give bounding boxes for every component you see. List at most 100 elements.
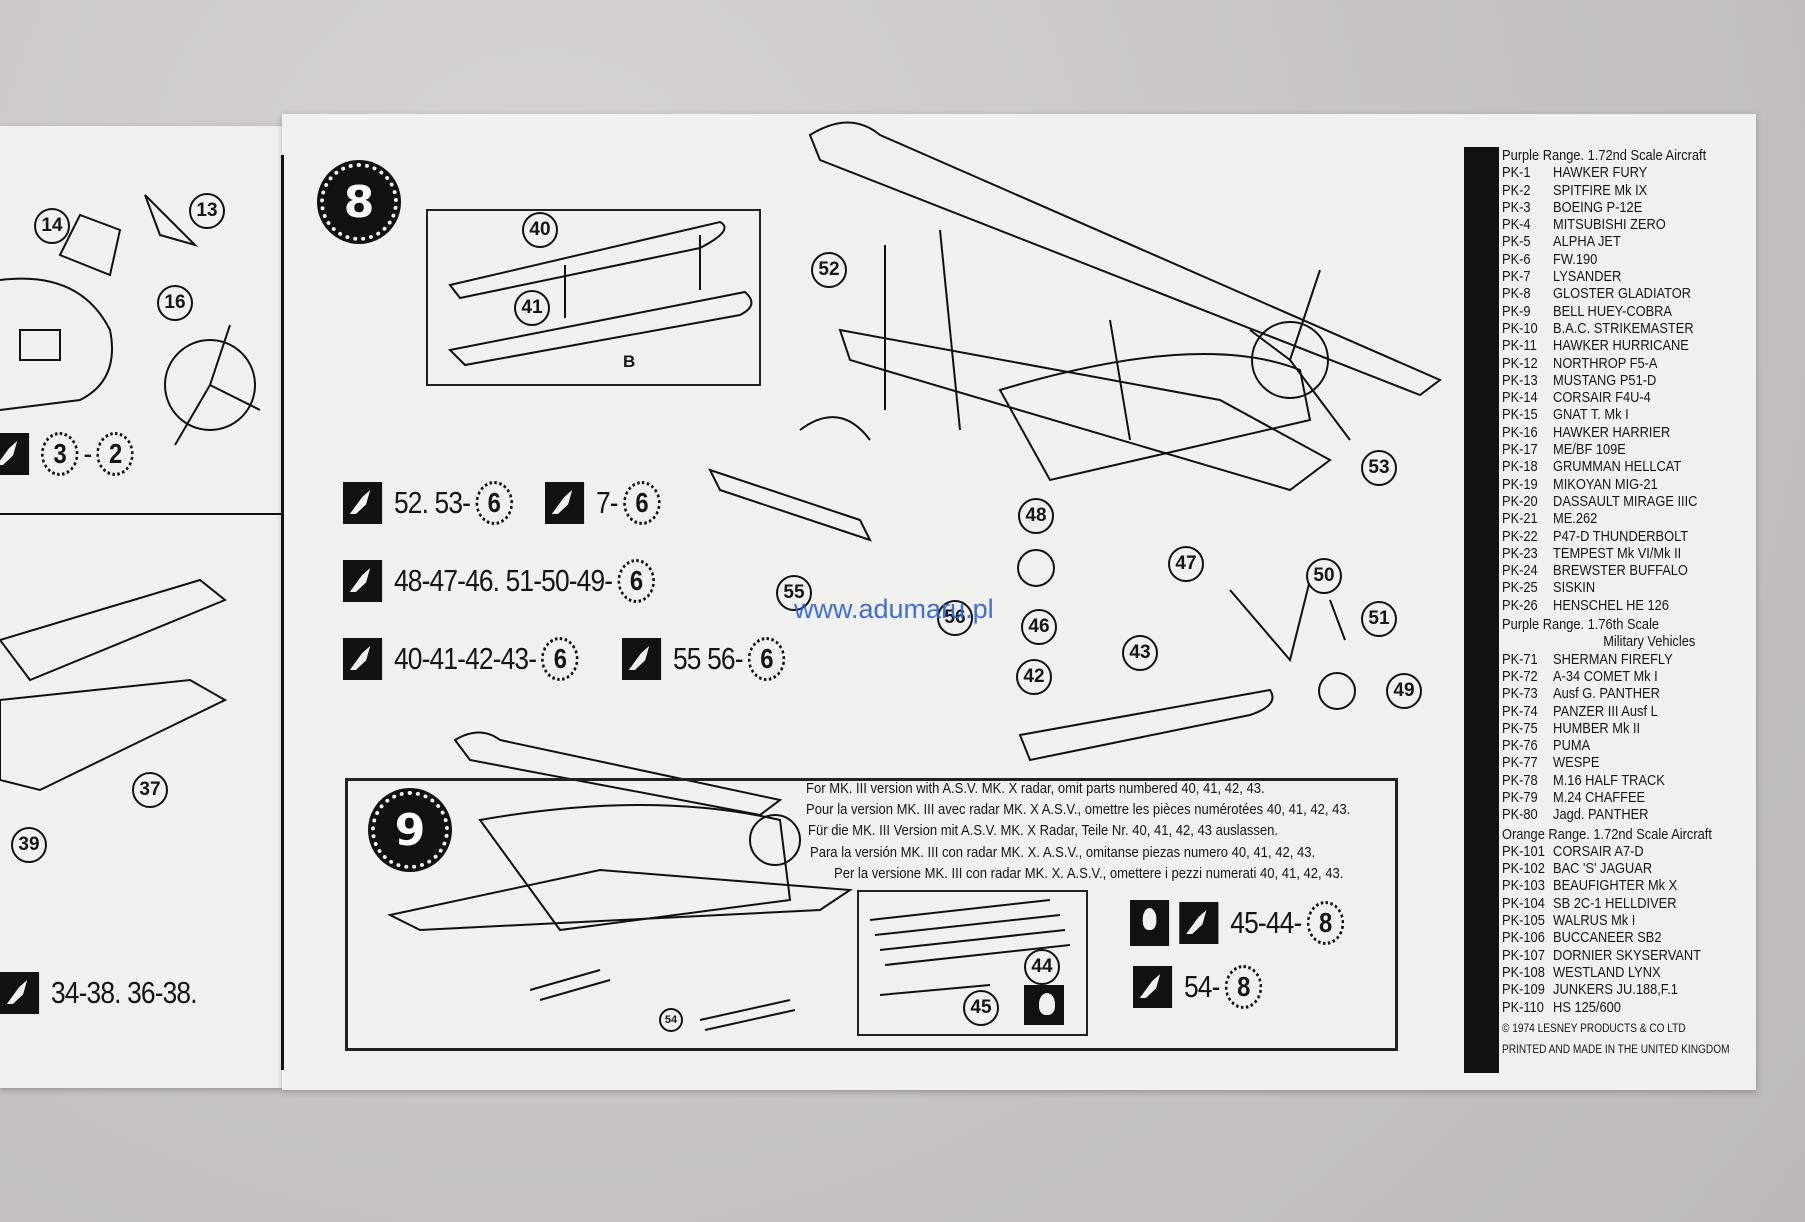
left-divider <box>0 513 281 515</box>
catalog-name: M.24 CHAFFEE <box>1553 789 1646 806</box>
catalog-name: Jagd. PANTHER <box>1553 807 1649 824</box>
catalog-name: Ausf G. PANTHER <box>1553 686 1660 703</box>
catalog-code: PK-104 <box>1502 895 1545 912</box>
catalog-name: JUNKERS JU.188,F.1 <box>1553 982 1678 999</box>
catalog-name: SHERMAN FIREFLY <box>1553 651 1673 668</box>
catalog-code: PK-16 <box>1502 424 1538 441</box>
callout-50: 50 <box>1306 558 1342 594</box>
catalog-copyright: © 1974 LESNEY PRODUCTS & CO LTD <box>1502 1022 1686 1035</box>
step8-row-3: 48-47-46. 51-50-49-6 <box>343 559 655 603</box>
parts-text: 45-44- <box>1230 905 1302 940</box>
step-8-badge: 8 <box>320 163 398 241</box>
callout-43: 43 <box>1122 635 1158 671</box>
catalog-code: PK-4 <box>1502 217 1531 234</box>
catalog-item: PK-23 TEMPEST Mk VI/Mk II <box>1502 546 1730 563</box>
step9-row-2: 54-8 <box>1133 965 1263 1009</box>
callout-47: 47 <box>1168 546 1204 582</box>
note-de: Für die MK. III Version mit A.S.V. MK. X… <box>808 823 1279 839</box>
catalog-item: PK-80 Jagd. PANTHER <box>1502 807 1730 824</box>
catalog-name: HAWKER FURY <box>1553 165 1648 182</box>
catalog-section-title: Purple Range. 1.76th Scale <box>1502 617 1660 634</box>
catalog-code: PK-71 <box>1502 651 1538 668</box>
catalog-name: WESPE <box>1553 755 1600 772</box>
catalog-name: SPITFIRE Mk IX <box>1553 182 1648 199</box>
parts-text: 34-38. 36-38. <box>51 975 198 1010</box>
catalog-code: PK-78 <box>1502 772 1538 789</box>
glue-icon <box>0 972 40 1014</box>
catalog-printed: PRINTED AND MADE IN THE UNITED KINGDOM <box>1502 1044 1730 1057</box>
catalog-code: PK-11 <box>1502 338 1537 355</box>
catalog-code: PK-23 <box>1502 545 1538 562</box>
catalog-name: BUCCANEER SB2 <box>1553 930 1662 947</box>
catalog-section-subtitle: Military Vehicles <box>1603 634 1696 651</box>
catalog-item: PK-106 BUCCANEER SB2 <box>1502 930 1730 947</box>
rocket-rails-drawing <box>869 899 1071 996</box>
glue-icon <box>1179 902 1219 944</box>
catalog-name: ME/BF 109E <box>1553 442 1626 459</box>
watermark: www.adumaru.pl <box>794 594 994 624</box>
parts-text: 54- <box>1184 969 1220 1004</box>
part-number: 3 <box>41 432 79 476</box>
catalog-code: PK-7 <box>1502 269 1531 286</box>
callout-13: 13 <box>189 193 225 229</box>
catalog-name: DORNIER SKYSERVANT <box>1553 947 1702 964</box>
catalog-name: BREWSTER BUFFALO <box>1553 563 1688 580</box>
callout-51: 51 <box>1361 601 1397 637</box>
step8-row-4: 40-41-42-43-6 <box>343 637 579 681</box>
catalog-name: GRUMMAN HELLCAT <box>1553 459 1682 476</box>
catalog-name: MITSUBISHI ZERO <box>1553 217 1666 234</box>
catalog-name: B.A.C. STRIKEMASTER <box>1553 320 1694 337</box>
catalog-code: PK-109 <box>1502 982 1545 999</box>
catalog-name: WALRUS Mk I <box>1553 913 1636 930</box>
step-ref: 6 <box>475 481 513 525</box>
note-en: For MK. III version with A.S.V. MK. X ra… <box>806 781 1265 797</box>
catalog-item: PK-18 GRUMMAN HELLCAT <box>1502 459 1730 476</box>
callout-56: 56 <box>937 600 973 636</box>
catalog-code: PK-13 <box>1502 372 1538 389</box>
catalog-code: PK-18 <box>1502 459 1538 476</box>
catalog-item: PK-71 SHERMAN FIREFLY <box>1502 652 1730 669</box>
callout-37: 37 <box>132 772 168 808</box>
step8-row-1: 52. 53-6 <box>343 481 513 525</box>
callout-39: 39 <box>11 827 47 863</box>
catalog-code: PK-79 <box>1502 789 1538 806</box>
catalog-name: A-34 COMET Mk I <box>1553 668 1658 685</box>
catalog-code: PK-3 <box>1502 199 1531 216</box>
catalog-code: PK-5 <box>1502 234 1531 251</box>
catalog-name: CORSAIR F4U-4 <box>1553 390 1651 407</box>
catalog-code: PK-80 <box>1502 807 1538 824</box>
catalog-name: ALPHA JET <box>1553 234 1621 251</box>
glue-icon <box>0 433 30 475</box>
catalog-code: PK-102 <box>1502 861 1545 878</box>
torpedo-inset-drawing <box>447 220 753 367</box>
catalog-name: GNAT T. Mk I <box>1553 407 1629 424</box>
catalog-code: PK-15 <box>1502 407 1538 424</box>
catalog-name: HUMBER Mk II <box>1553 720 1641 737</box>
catalog-name: GLOSTER GLADIATOR <box>1553 286 1692 303</box>
glue-icon <box>343 560 383 602</box>
biplane-main-drawing <box>708 121 1442 762</box>
callout-16: 16 <box>157 285 193 321</box>
parts-text: 40-41-42-43- <box>394 641 537 676</box>
parts-text: 7- <box>596 485 619 520</box>
catalog-code: PK-12 <box>1502 355 1538 372</box>
catalog-code: PK-22 <box>1502 528 1538 545</box>
left-instruction-row-1: 3-2 <box>0 432 134 476</box>
catalog-code: PK-106 <box>1502 930 1545 947</box>
catalog-code: PK-9 <box>1502 303 1531 320</box>
callout-48: 48 <box>1018 498 1054 534</box>
catalog-name: TEMPEST Mk VI/Mk II <box>1553 545 1682 562</box>
torpedo-inset-box <box>426 209 761 386</box>
